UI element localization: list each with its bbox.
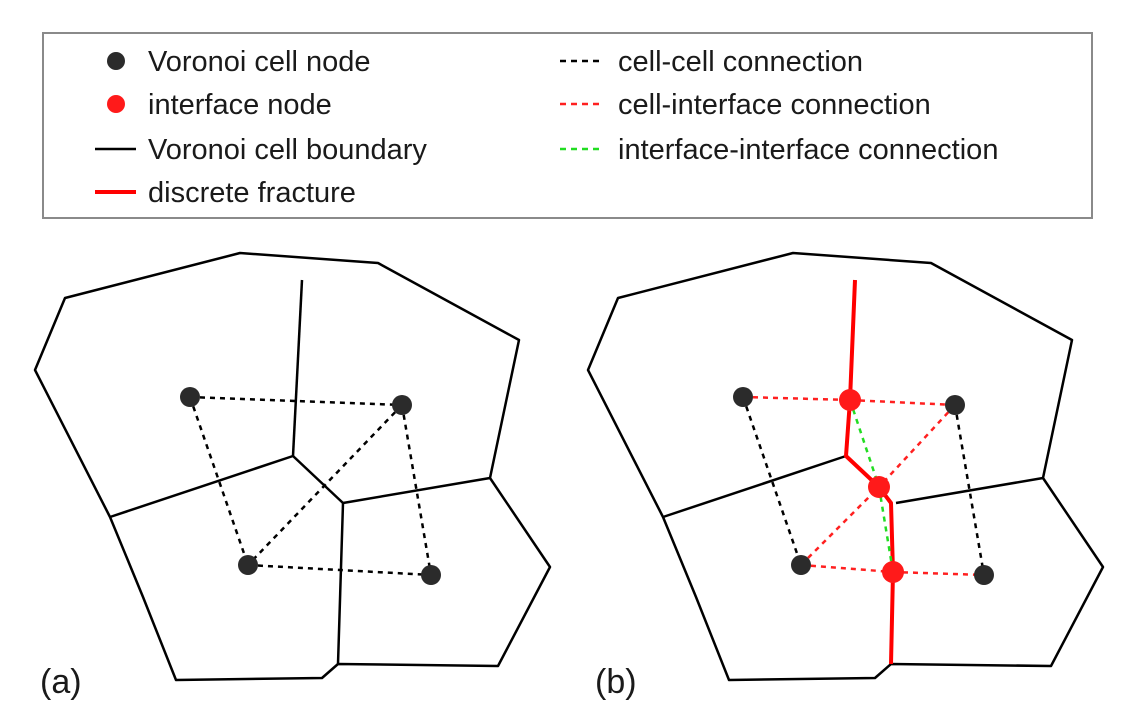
panel-b-cell-node: [791, 555, 811, 575]
panel-b-label: (b): [595, 663, 637, 701]
panel-b-conn-5: [878, 404, 956, 488]
panel-a-conn-4: [400, 404, 433, 576]
panel-a-cell-cell-connections: [188, 395, 433, 577]
panel-a-cell-node: [238, 555, 258, 575]
legend-interface-node-label: interface node: [148, 89, 332, 121]
legend-cell-node-label: Voronoi cell node: [148, 46, 371, 78]
legend-cell-interface-label: cell-interface connection: [618, 89, 931, 121]
legend-cell-boundary-label: Voronoi cell boundary: [148, 134, 427, 166]
panel-b-interface-node: [882, 561, 904, 583]
panel-a-edge-right: [342, 476, 491, 505]
panel-b-cell-node: [733, 387, 753, 407]
panel-b-cell-interface-connections: [742, 395, 985, 577]
panel-a-edge-top-middle: [291, 279, 304, 457]
legend-box: [42, 32, 1093, 219]
legend: Voronoi cell node interface node Voronoi…: [42, 32, 1093, 219]
panel-b-conn-7: [800, 563, 894, 574]
panel-a-cell-node: [180, 387, 200, 407]
panel-a-cell-node: [421, 565, 441, 585]
panel-b: (b): [586, 251, 1105, 701]
panel-b-conn-2: [953, 404, 986, 576]
panel-b-conn-4: [849, 398, 956, 407]
panel-b-conn-10: [877, 486, 895, 573]
panel-a: (a): [33, 251, 552, 701]
panel-b-edge-right: [895, 476, 1044, 505]
panel-a-label: (a): [40, 663, 82, 701]
panel-b-cell-nodes: [733, 387, 994, 585]
panel-b-cell-boundaries: [586, 251, 1105, 682]
legend-cell-cell-label: cell-cell connection: [618, 46, 863, 78]
panel-a-cell-nodes: [180, 387, 441, 585]
panel-a-edge-left-bottom: [109, 454, 344, 519]
panel-a-edge-bottom-middle: [336, 502, 345, 665]
legend-cell-node-symbol: [107, 52, 125, 70]
legend-interface-interface-label: interface-interface connection: [618, 134, 998, 166]
panel-a-cell-node: [392, 395, 412, 415]
panel-b-conn-3: [742, 395, 851, 402]
panel-b-interface-node: [839, 389, 861, 411]
panel-b-interface-node: [868, 476, 890, 498]
panel-a-conn-3: [247, 404, 403, 566]
panel-a-outer-boundary: [33, 251, 552, 682]
legend-fracture-label: discrete fracture: [148, 177, 356, 209]
panel-b-cell-cell-connections: [741, 396, 986, 576]
panel-b-cell-node: [974, 565, 994, 585]
panel-b-conn-6: [800, 486, 880, 566]
legend-interface-node-symbol: [107, 95, 125, 113]
panel-b-interface-interface-connections: [848, 399, 895, 573]
panel-b-edge-left-bottom: [662, 454, 847, 519]
panel-a-cell-boundaries: [33, 251, 552, 682]
panel-b-interface-nodes: [839, 389, 904, 583]
panel-b-discrete-fracture: [844, 279, 895, 665]
panel-b-conn-8: [892, 570, 985, 577]
panel-b-outer-boundary: [586, 251, 1105, 682]
panel-b-cell-node: [945, 395, 965, 415]
panel-a-conn-5: [247, 563, 432, 577]
